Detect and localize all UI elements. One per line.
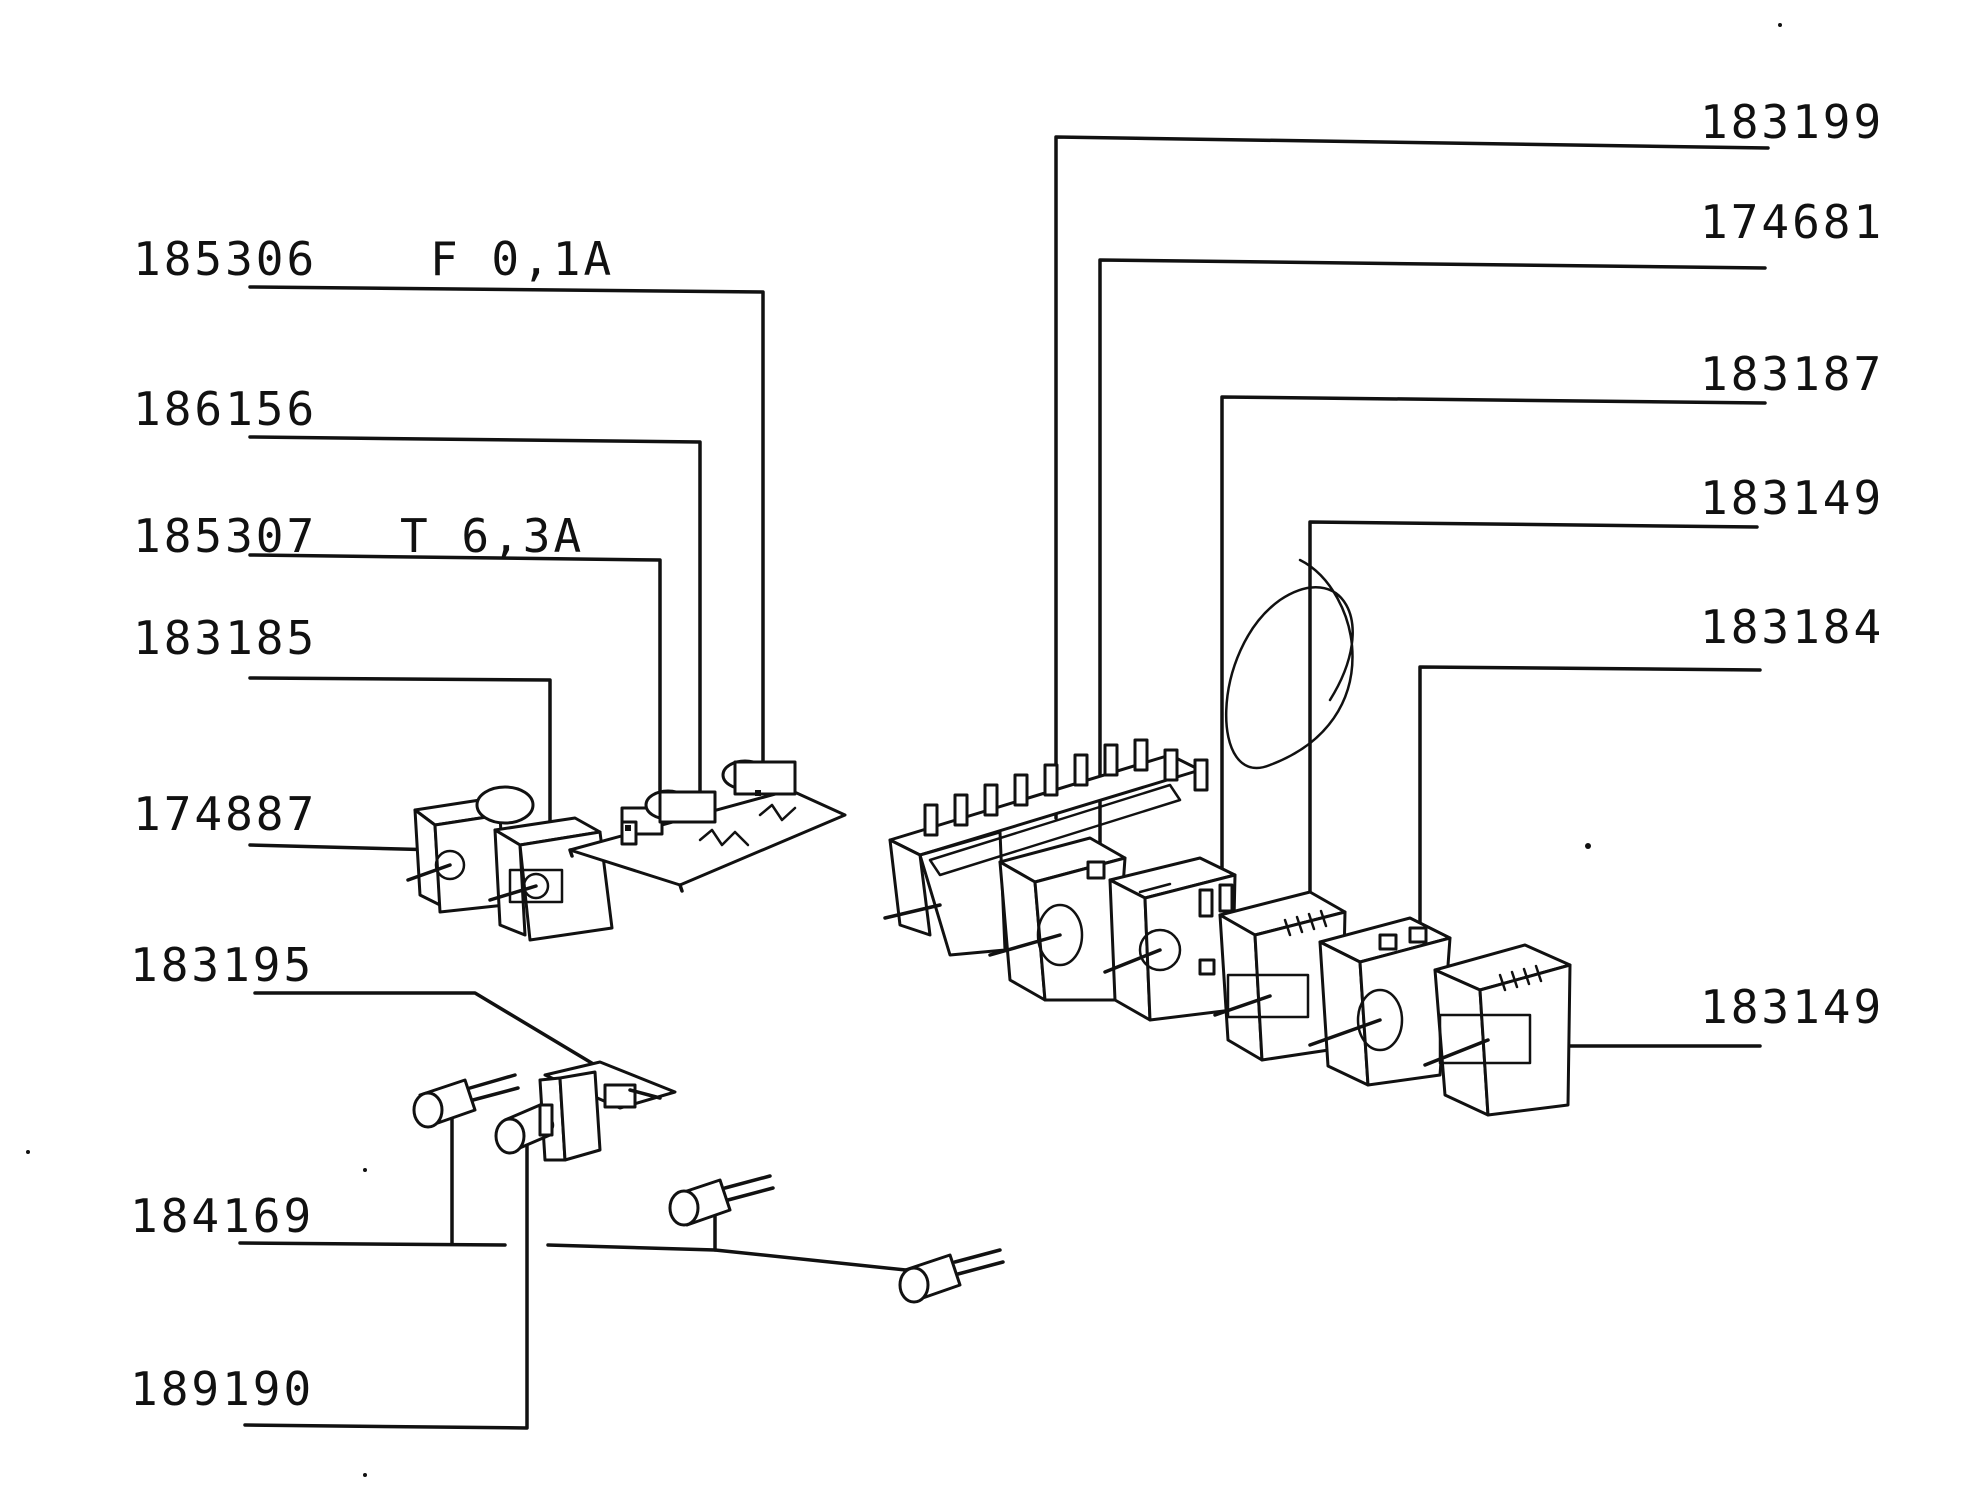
label-183185: 183185 <box>133 611 317 665</box>
fuse-pcb <box>568 759 847 893</box>
leader-lines-right <box>1054 135 1770 1048</box>
module-183185 <box>488 816 614 942</box>
label-189190: 189190 <box>130 1362 314 1416</box>
module-183184 <box>1308 916 1452 1087</box>
module-174887 <box>406 785 535 914</box>
module-183187 <box>1103 856 1237 1022</box>
label-185306-spec: F 0,1A <box>430 232 614 286</box>
speck <box>363 1473 367 1477</box>
label-183199: 183199 <box>1700 95 1884 149</box>
label-183149-top: 183149 <box>1700 471 1884 525</box>
label-174887: 174887 <box>133 787 317 841</box>
speck <box>1778 23 1782 27</box>
speck <box>1585 843 1591 849</box>
knob-184169-b <box>668 1174 775 1227</box>
module-174681 <box>988 836 1127 1002</box>
speck <box>26 1150 30 1154</box>
label-183195: 183195 <box>130 938 314 992</box>
label-183149-bottom: 183149 <box>1700 980 1884 1034</box>
label-186156: 186156 <box>133 382 317 436</box>
module-183199 <box>883 738 1209 957</box>
label-183187: 183187 <box>1700 347 1884 401</box>
knob-184169-c <box>898 1248 1005 1304</box>
label-185307-spec: T 6,3A <box>400 509 584 563</box>
label-183184: 183184 <box>1700 600 1884 654</box>
leader-lines-left <box>238 285 927 1430</box>
switch-183195 <box>535 1060 677 1162</box>
knob-189190 <box>494 1103 554 1155</box>
module-183149-bottom <box>1423 943 1572 1117</box>
label-185306: 185306 <box>133 232 317 286</box>
knob-184169-a <box>412 1073 520 1129</box>
speck <box>363 1168 367 1172</box>
label-174681: 174681 <box>1700 195 1884 249</box>
label-184169: 184169 <box>130 1189 314 1243</box>
